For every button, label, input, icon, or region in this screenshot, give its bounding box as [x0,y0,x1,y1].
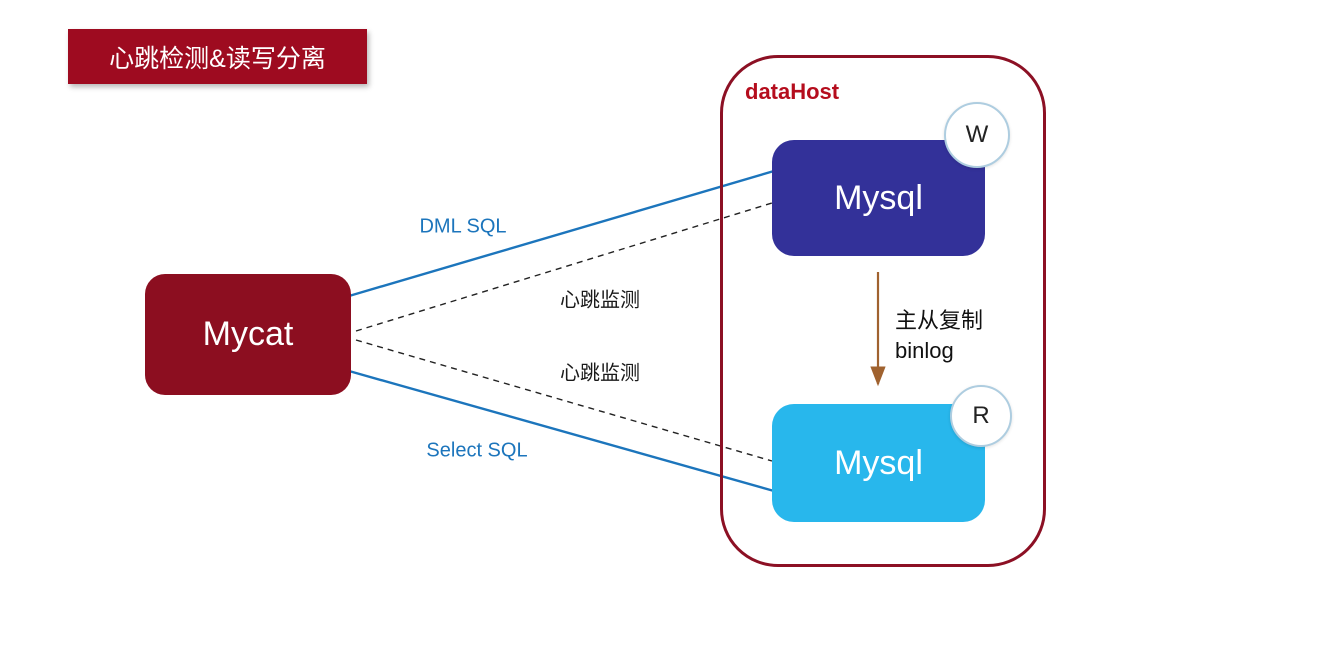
mysql-slave-node: Mysql [772,404,985,522]
diagram-title: 心跳检测&读写分离 [68,29,367,84]
datahost-label: dataHost [745,79,840,104]
replication-label-line1: 主从复制 [895,308,984,333]
mycat-node: Mycat [145,274,351,395]
dml-sql-label: DML SQL [416,215,510,239]
replication-label: 主从复制 binlog [895,306,983,366]
read-role-badge: R [950,385,1012,447]
replication-label-line2: binlog [895,338,954,363]
heartbeat-label-top: 心跳监测 [557,283,643,313]
heartbeat-label-bottom: 心跳监测 [557,356,643,386]
select-sql-connector-line [348,369,775,493]
mysql-master-node: Mysql [772,140,985,256]
write-role-badge: W [944,102,1010,168]
datahost-container [720,55,1046,567]
select-sql-label: Select SQL [423,439,531,463]
dml-sql-connector-line [348,169,775,298]
